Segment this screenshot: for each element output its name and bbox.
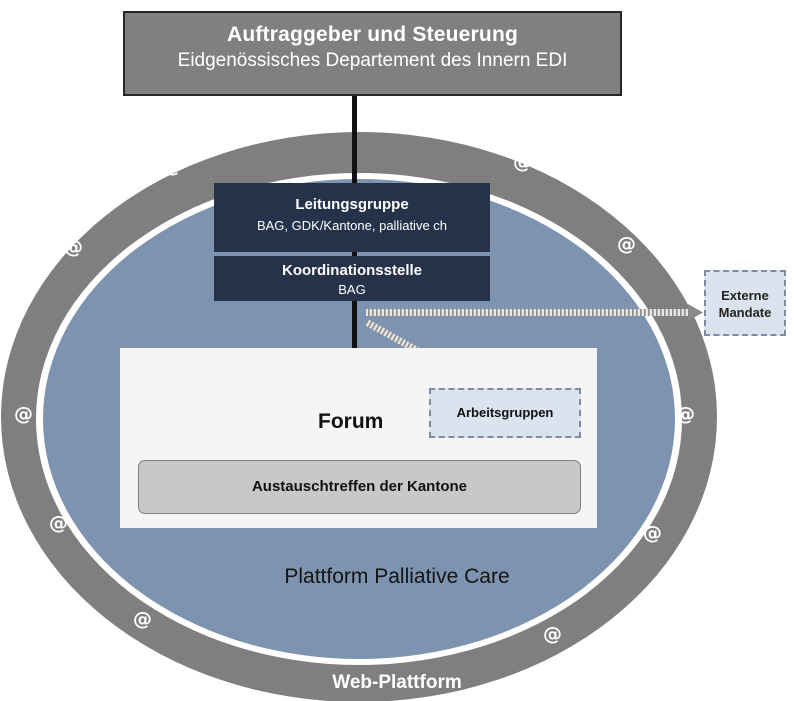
working-groups-box: Arbeitsgruppen bbox=[429, 388, 581, 438]
platform-label: Plattform Palliative Care bbox=[284, 565, 510, 588]
at-icon: @ bbox=[371, 111, 390, 133]
at-icon: @ bbox=[617, 233, 636, 255]
cantons-exchange-box: Austauschtreffen der Kantone bbox=[138, 460, 581, 514]
at-icon: @ bbox=[305, 113, 324, 135]
coordination-office-box: Koordinationsstelle BAG bbox=[214, 256, 490, 301]
at-icon: @ bbox=[49, 512, 68, 534]
forum-title: Forum bbox=[318, 410, 384, 433]
connector-top bbox=[352, 96, 357, 184]
external-mandates-line2: Mandate bbox=[718, 305, 772, 320]
at-icon: @ bbox=[14, 403, 33, 425]
connector-middle bbox=[352, 250, 357, 258]
at-icon: @ bbox=[513, 151, 532, 173]
client-steering-box: Auftraggeber und Steuerung Eidgenössisch… bbox=[123, 11, 622, 96]
connector-bottom bbox=[352, 300, 357, 349]
external-mandates-box: Externe Mandate bbox=[704, 270, 786, 336]
coordination-office-title: Koordinationsstelle bbox=[281, 262, 423, 279]
at-icon: @ bbox=[64, 236, 83, 258]
external-mandates-line1: Externe bbox=[721, 288, 769, 303]
steering-group-members: BAG, GDK/Kantone, palliative ch bbox=[256, 218, 448, 233]
at-icon: @ bbox=[133, 608, 152, 630]
at-icon: @ bbox=[163, 155, 182, 177]
at-icon: @ bbox=[676, 403, 695, 425]
client-steering-subtitle: Eidgenössisches Departement des Innern E… bbox=[177, 50, 568, 71]
at-icon: @ bbox=[643, 522, 662, 544]
client-steering-title: Auftraggeber und Steuerung bbox=[226, 23, 519, 46]
steering-group-title: Leitungsgruppe bbox=[295, 196, 409, 213]
at-icon: @ bbox=[543, 623, 562, 645]
steering-group-box: Leitungsgruppe BAG, GDK/Kantone, palliat… bbox=[214, 183, 490, 252]
coordination-office-subtitle: BAG bbox=[338, 282, 366, 297]
arrow-to-external bbox=[366, 304, 703, 321]
web-platform-label: Web-Plattform bbox=[332, 672, 462, 693]
